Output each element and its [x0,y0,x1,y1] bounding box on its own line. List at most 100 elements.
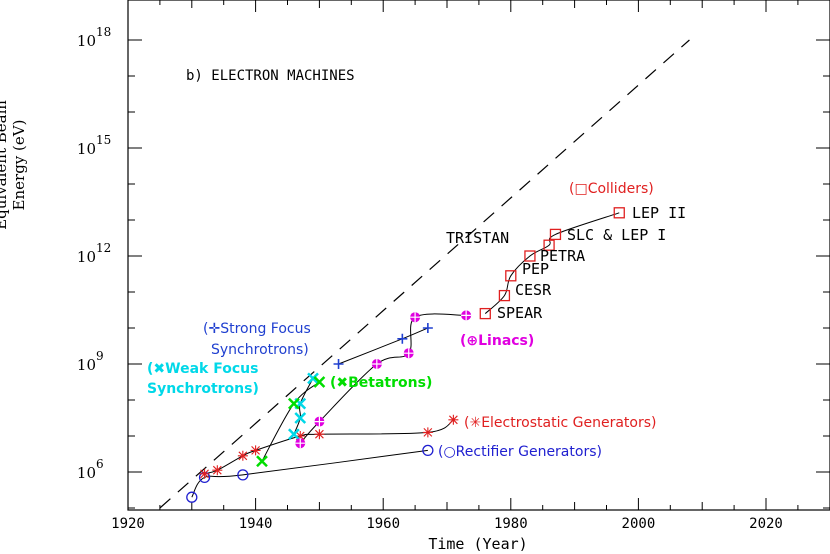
x-axis-title: Time (Year) [428,535,527,553]
data-point [371,359,382,369]
series-label: (✛Strong Focus [203,321,311,337]
asterisk-marker [199,468,210,479]
y-tick-exponent: 6 [96,457,104,471]
data-point [422,323,433,333]
series-curve [338,327,429,365]
circle-plus-cross [410,312,421,323]
series-label: (✖Betatrons) [330,375,432,391]
series-label: SLC & LEP I [567,226,666,244]
data-point [549,228,562,241]
x-marker [287,397,300,410]
data-point [448,414,459,425]
asterisk-marker [250,445,261,456]
asterisk-marker [422,427,433,438]
data-point [256,455,268,468]
data-point [314,416,325,427]
data-point [287,428,300,441]
data-point [237,469,249,481]
y-tick-label: 10 [77,464,96,482]
square-marker [549,228,562,241]
y-tick-label: 10 [77,32,96,50]
series-label: SPEAR [497,304,543,322]
series-curve [261,381,320,462]
y-tick-label: 10 [77,248,96,266]
data-point [294,412,307,424]
series-curve [191,449,428,498]
series-label: Synchrotrons) [147,381,259,397]
series-label: TRISTAN [446,229,509,247]
data-point [613,207,625,219]
x-marker [287,428,300,441]
trend-line-path [159,39,690,509]
x-marker [307,372,319,385]
x-tick-label: 1960 [366,516,400,532]
series-label: (✖Weak Focus [147,361,258,377]
cross-marker [397,333,408,344]
y-tick-exponent: 15 [96,133,111,147]
data-point [479,307,491,320]
series-label: Synchrotrons) [211,342,309,358]
series-markers [186,207,625,503]
data-point [461,310,472,321]
asterisk-marker [212,465,223,476]
series-curve [204,419,454,475]
square-marker [543,239,555,251]
series-label: PEP [522,260,549,278]
asterisk-marker [314,429,325,440]
data-point [505,270,517,282]
x-marker [294,412,307,424]
data-point [237,450,248,461]
data-point [199,468,210,479]
data-point [397,333,408,344]
series-label: (○Rectifier Generators) [438,444,602,460]
circle-plus-cross [314,416,325,427]
circle-plus-cross [295,438,306,449]
data-point [333,359,344,369]
square-marker [505,270,517,282]
data-point [212,465,223,476]
square-marker [613,207,625,219]
x-tick-label: 2020 [749,516,783,532]
series-label: (✳Electrostatic Generators) [464,415,656,431]
square-marker [524,250,536,262]
series-label: (□Colliders) [569,181,654,197]
data-point [410,312,421,323]
data-point [250,445,261,456]
circle-plus-cross [461,310,472,321]
y-tick-exponent: 9 [96,349,104,363]
data-point [422,427,433,438]
series-labels: (○Rectifier Generators) (✳Electrostatic G… [147,181,686,460]
x-tick-label: 2000 [622,516,656,532]
asterisk-marker [237,450,248,461]
square-marker [479,307,491,320]
data-point [403,348,414,359]
y-tick-label: 10 [77,140,96,158]
y-tick-label: 10 [77,356,96,374]
data-point [422,444,434,457]
data-point [498,289,511,302]
x-tick-label: 1920 [111,516,145,532]
y-tick-exponent: 12 [96,241,111,255]
data-point [287,397,300,410]
circle-marker [237,469,249,481]
series-label: CESR [515,281,552,299]
cross-marker [333,359,344,369]
circle-plus-cross [403,348,414,359]
data-point [295,438,306,449]
series-label: LEP II [632,204,686,222]
asterisk-marker [448,414,459,425]
x-marker [313,376,326,388]
series-curve [484,212,620,314]
cross-marker [422,323,433,333]
data-point [543,239,555,251]
data-point [314,429,325,440]
series-label: (⊕Linacs) [460,333,534,349]
data-point [307,372,319,385]
chart-title: b) ELECTRON MACHINES [186,68,355,84]
series-curve [293,378,314,435]
y-axis-title: Equivalent Beam Energy (eV) [0,100,28,230]
data-point [186,491,198,503]
x-tick-label: 1940 [239,516,273,532]
